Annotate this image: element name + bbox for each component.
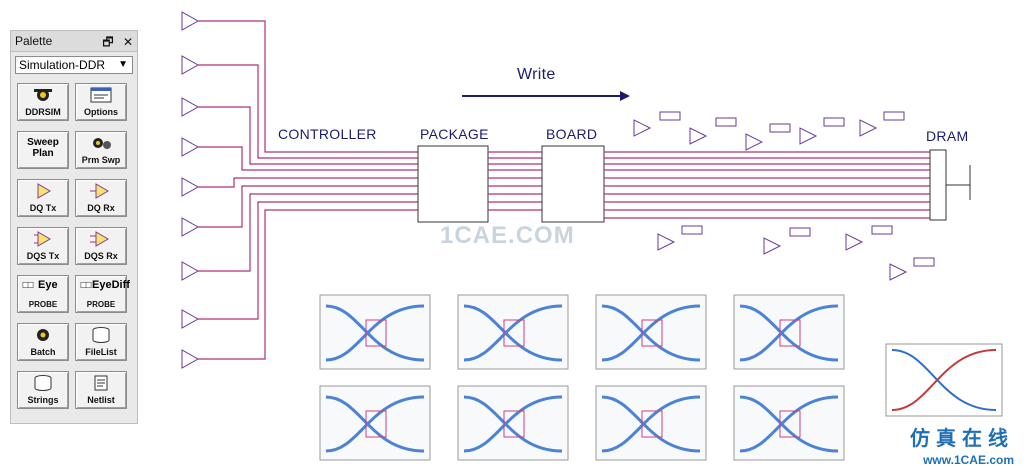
triangle-icon: [37, 183, 51, 199]
cylinder-icon: [92, 327, 110, 343]
batch-button[interactable]: Batch: [17, 323, 69, 361]
dq-tx-label: DQ Tx: [29, 203, 57, 213]
gear-icon: [37, 329, 49, 341]
ddrsim-button[interactable]: DDRSIM: [17, 83, 69, 121]
board-block: [541, 145, 605, 223]
brand-url: www.1CAE.com: [923, 453, 1014, 467]
gear-icon: [93, 138, 111, 149]
package-board-wires: [488, 151, 542, 211]
write-arrowhead: [620, 91, 630, 101]
dqs-tx-label: DQS Tx: [26, 251, 60, 261]
eye-diagrams: [319, 294, 845, 461]
watermark: 1CAE.COM: [440, 222, 575, 249]
crossing-waveform: [885, 343, 1003, 417]
board-dram-wires: [604, 151, 930, 219]
options-button[interactable]: Options: [75, 83, 127, 121]
driver-column: [181, 11, 200, 369]
dq-rx-label: DQ Rx: [87, 203, 115, 213]
dram-label: DRAM: [926, 128, 969, 144]
dqs-tx-button[interactable]: DQS Tx: [17, 227, 69, 265]
package-block: [417, 145, 489, 223]
eyediff-probe-button[interactable]: EyeDiff PROBE: [75, 275, 130, 313]
triangle-icon: [90, 183, 109, 199]
palette-title: Palette: [15, 34, 53, 48]
ddrsim-label: DDRSIM: [25, 107, 61, 117]
triangle-icon: [34, 231, 51, 247]
batch-label: Batch: [30, 347, 56, 357]
driver-wires: [198, 20, 418, 360]
netlist-label: Netlist: [87, 395, 115, 405]
upper-receivers: [633, 111, 905, 151]
write-label: Write: [517, 66, 556, 83]
palette-dropdown[interactable]: Simulation-DDR ▼: [15, 56, 133, 74]
document-icon: [94, 375, 108, 391]
chevron-down-icon[interactable]: ▼: [118, 59, 128, 70]
schematic-drawing: [181, 11, 1003, 461]
ddr-gear-icon: [34, 89, 52, 101]
eye-probe-sub: PROBE: [28, 300, 58, 309]
filelist-button[interactable]: FileList: [75, 323, 127, 361]
options-label: Options: [84, 107, 118, 117]
sweep-plan-label: Sweep Plan: [27, 137, 59, 159]
prm-swp-button[interactable]: Prm Swp: [75, 131, 127, 169]
netlist-button[interactable]: Netlist: [75, 371, 127, 409]
sweep-plan-button[interactable]: Sweep Plan: [17, 131, 69, 169]
schematic-canvas[interactable]: Write CONTROLLER PACKAGE BOARD DRAM 1CAE…: [170, 0, 1024, 469]
dram-terminations: [929, 149, 971, 221]
dq-tx-button[interactable]: DQ Tx: [17, 179, 69, 217]
palette-dropdown-value: Simulation-DDR: [19, 58, 106, 72]
eyediff-label: EyeDiff: [92, 279, 130, 291]
strings-label: Strings: [27, 395, 59, 405]
dqs-rx-label: DQS Rx: [84, 251, 118, 261]
cylinder-icon: [34, 375, 52, 391]
controller-label: CONTROLLER: [278, 126, 377, 142]
window-icon: [90, 87, 112, 103]
strings-button[interactable]: Strings: [17, 371, 69, 409]
eye-probe-icon: [80, 282, 92, 288]
dq-rx-button[interactable]: DQ Rx: [75, 179, 127, 217]
prm-swp-label: Prm Swp: [81, 155, 121, 165]
triangle-icon: [90, 231, 109, 247]
package-label: PACKAGE: [420, 126, 489, 142]
board-label: BOARD: [546, 126, 598, 142]
eye-probe-icon: [22, 282, 34, 288]
lower-receivers: [657, 225, 935, 281]
eye-label: Eye: [38, 279, 58, 291]
dqs-rx-button[interactable]: DQS Rx: [75, 227, 127, 265]
eye-probe-button[interactable]: Eye PROBE: [17, 275, 69, 313]
palette-title-bar: Palette 🗗 ✕: [11, 31, 137, 52]
eyediff-probe-sub: PROBE: [86, 300, 116, 309]
filelist-label: FileList: [85, 347, 117, 357]
brand-name: 仿真在线: [910, 428, 1014, 450]
close-icon[interactable]: ✕: [122, 35, 133, 49]
palette-panel: Palette 🗗 ✕ Simulation-DDR ▼ DDRSIM Opti…: [10, 30, 138, 424]
restore-icon[interactable]: 🗗: [102, 35, 114, 49]
